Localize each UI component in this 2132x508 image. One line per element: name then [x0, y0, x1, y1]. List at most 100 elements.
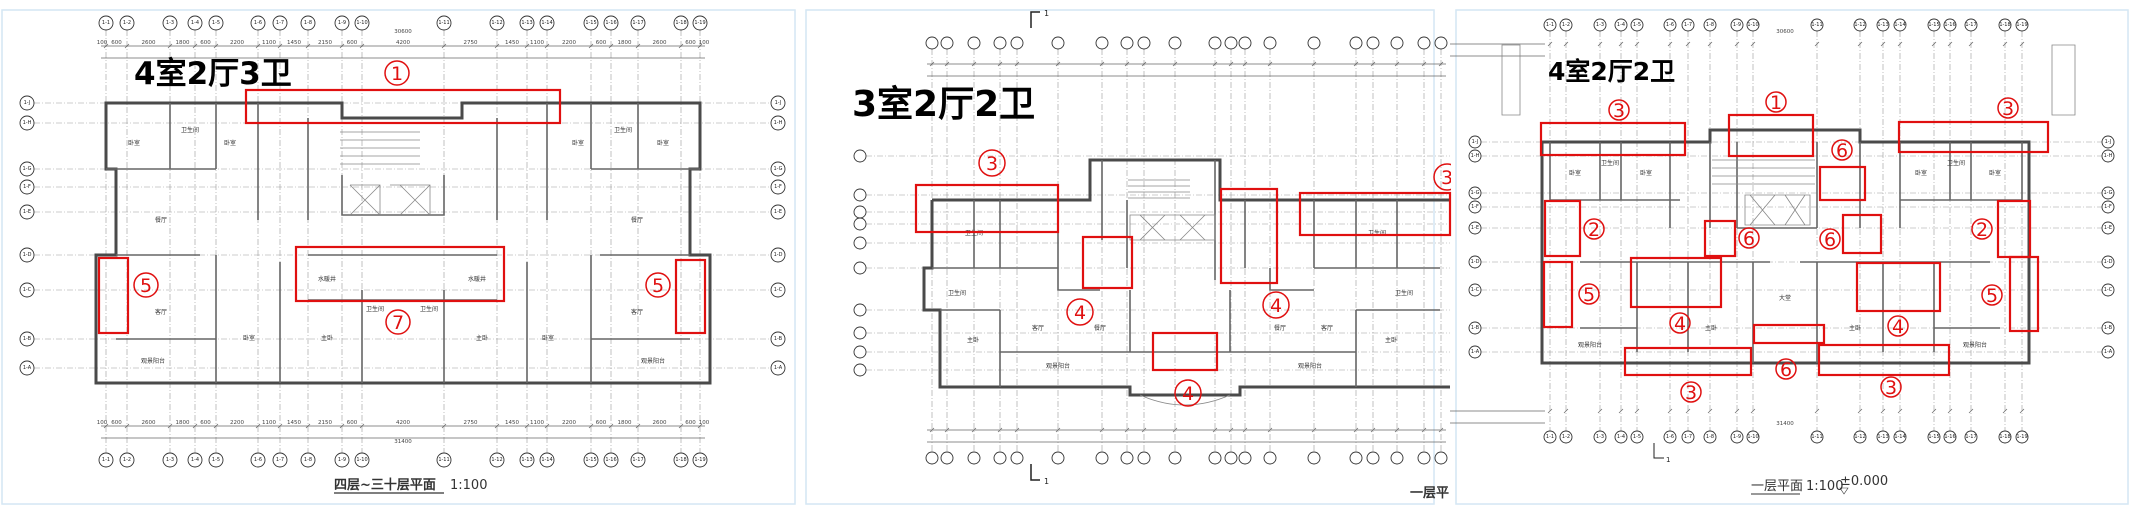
axis-bubble-label: 1-B [774, 336, 783, 342]
axis-bubble-label: 1-16 [605, 457, 616, 463]
axis-bubble-label: 1-6 [1666, 22, 1674, 28]
axis-bubble [539, 15, 555, 31]
axis-bubble [1943, 430, 1957, 444]
room-label: 卫生间 [420, 305, 438, 313]
layout-title: 4室2厅3卫 [134, 56, 292, 92]
plan-caption: 一层平面 [1751, 479, 1803, 494]
dimension-value: 600 [111, 40, 122, 46]
axis-bubble [770, 331, 786, 347]
room-label: 观景阳台 [1578, 341, 1602, 349]
highlight-box-2-right [1996, 199, 2032, 259]
axis-grid: 1-11-11-21-21-31-31-41-41-51-51-61-61-71… [19, 15, 2115, 468]
axis-bubble [1224, 451, 1238, 465]
axis-bubble [1703, 430, 1717, 444]
axis-bubble [19, 95, 35, 111]
axis-bubble-label: 1-11 [438, 457, 449, 463]
dimension-tick [678, 423, 684, 429]
dimension-value: 4200 [396, 40, 410, 46]
axis-bubble [1853, 430, 1867, 444]
svg-text:3: 3 [1685, 382, 1697, 404]
highlight-box-4-a [1081, 235, 1134, 290]
marker-1: 1 [384, 60, 410, 86]
highlight-box-3-top-left [1539, 121, 1687, 157]
axis-bubble [1468, 135, 1482, 149]
dimension-value: 1100 [530, 420, 544, 426]
svg-text:5: 5 [140, 275, 152, 297]
axis-bubble-label: 1-2 [1562, 22, 1570, 28]
axis-bubble [1468, 186, 1482, 200]
axis-bubble [19, 179, 35, 195]
axis-bubble [436, 452, 452, 468]
axis-bubble [940, 451, 954, 465]
dimension-tick [929, 61, 935, 67]
axis-bubble [1349, 451, 1363, 465]
axis-bubble [1853, 18, 1867, 32]
room-label: 卫生间 [181, 126, 199, 134]
axis-bubble-label: 1-6 [254, 20, 262, 26]
axis-bubble [208, 15, 224, 31]
dimension-value: 600 [200, 420, 211, 426]
axis-bubble-label: 1-D [23, 252, 32, 258]
axis-bubble [2101, 200, 2115, 214]
axis-bubble [1893, 18, 1907, 32]
marker-3-bottom-left: 3 [1680, 381, 1702, 404]
dimension-tick [255, 423, 261, 429]
axis-bubble-label: 1-13 [521, 457, 532, 463]
axis-bubble-label: 1-15 [585, 457, 596, 463]
axis-bubble [853, 261, 867, 275]
axis-bubble [250, 15, 266, 31]
highlight-box-5-left [1542, 260, 1574, 329]
axis-bubble [853, 345, 867, 359]
dimension-tick [305, 43, 311, 49]
highlight-box-5-right [674, 258, 707, 335]
axis-bubble [1543, 18, 1557, 32]
dimension-tick [192, 423, 198, 429]
axis-bubble [1703, 18, 1717, 32]
axis-bubble [853, 236, 867, 250]
dimension-tick [1547, 41, 1553, 47]
axis-bubble [770, 95, 786, 111]
dimension-value: 1800 [176, 40, 190, 46]
dimension-tick [255, 43, 261, 49]
dimension-tick [167, 43, 173, 49]
marker-5-right: 5 [1981, 284, 2003, 307]
axis-bubble-label: 1-C [2104, 287, 2113, 293]
dimension-tick [1897, 408, 1903, 414]
axis-bubble [630, 452, 646, 468]
axis-bubble [853, 303, 867, 317]
axis-bubble-label: 1-8 [304, 20, 312, 26]
axis-bubble-label: 1-8 [1706, 434, 1714, 440]
dimension-tick [2019, 41, 2025, 47]
dimension-tick [635, 43, 641, 49]
axis-bubble-label: 1-13 [521, 20, 532, 26]
dimension-value: 2200 [562, 40, 576, 46]
dimension-tick [1667, 41, 1673, 47]
axis-bubble [1137, 36, 1151, 50]
axis-bubble-label: 1-17 [632, 457, 643, 463]
marker-6-bottom: 6 [1775, 358, 1797, 381]
axis-bubble [1614, 18, 1628, 32]
axis-bubble-label: 1-B [2104, 325, 2113, 331]
axis-bubble-label: 1-9 [338, 457, 346, 463]
axis-bubble-label: 1-E [774, 209, 782, 215]
svg-text:5: 5 [1583, 284, 1595, 306]
axis-bubble-label: 1-13 [1877, 22, 1888, 28]
axis-bubble-label: 1-3 [1596, 22, 1604, 28]
highlight-box-2-left [1543, 199, 1582, 258]
plan-scale: 1:100 [450, 478, 487, 493]
dimension-tick [608, 423, 614, 429]
axis-bubble-label: 1-16 [1944, 22, 1955, 28]
axis-bubble [19, 115, 35, 131]
axis-bubble [300, 15, 316, 31]
dimension-tick [1311, 61, 1317, 67]
dimension-tick [1931, 41, 1937, 47]
dimension-tick [635, 423, 641, 429]
axis-bubble-label: 1-D [774, 252, 783, 258]
axis-bubble-label: 1-1 [1546, 22, 1554, 28]
dimension-tick [1421, 427, 1427, 433]
axis-bubble [1998, 430, 2012, 444]
marker-3-left: 3 [978, 149, 1006, 177]
layout-title: 4室2厅2卫 [1548, 57, 1675, 86]
axis-bubble [1468, 283, 1482, 297]
axis-bubble-label: 1-12 [1854, 22, 1865, 28]
